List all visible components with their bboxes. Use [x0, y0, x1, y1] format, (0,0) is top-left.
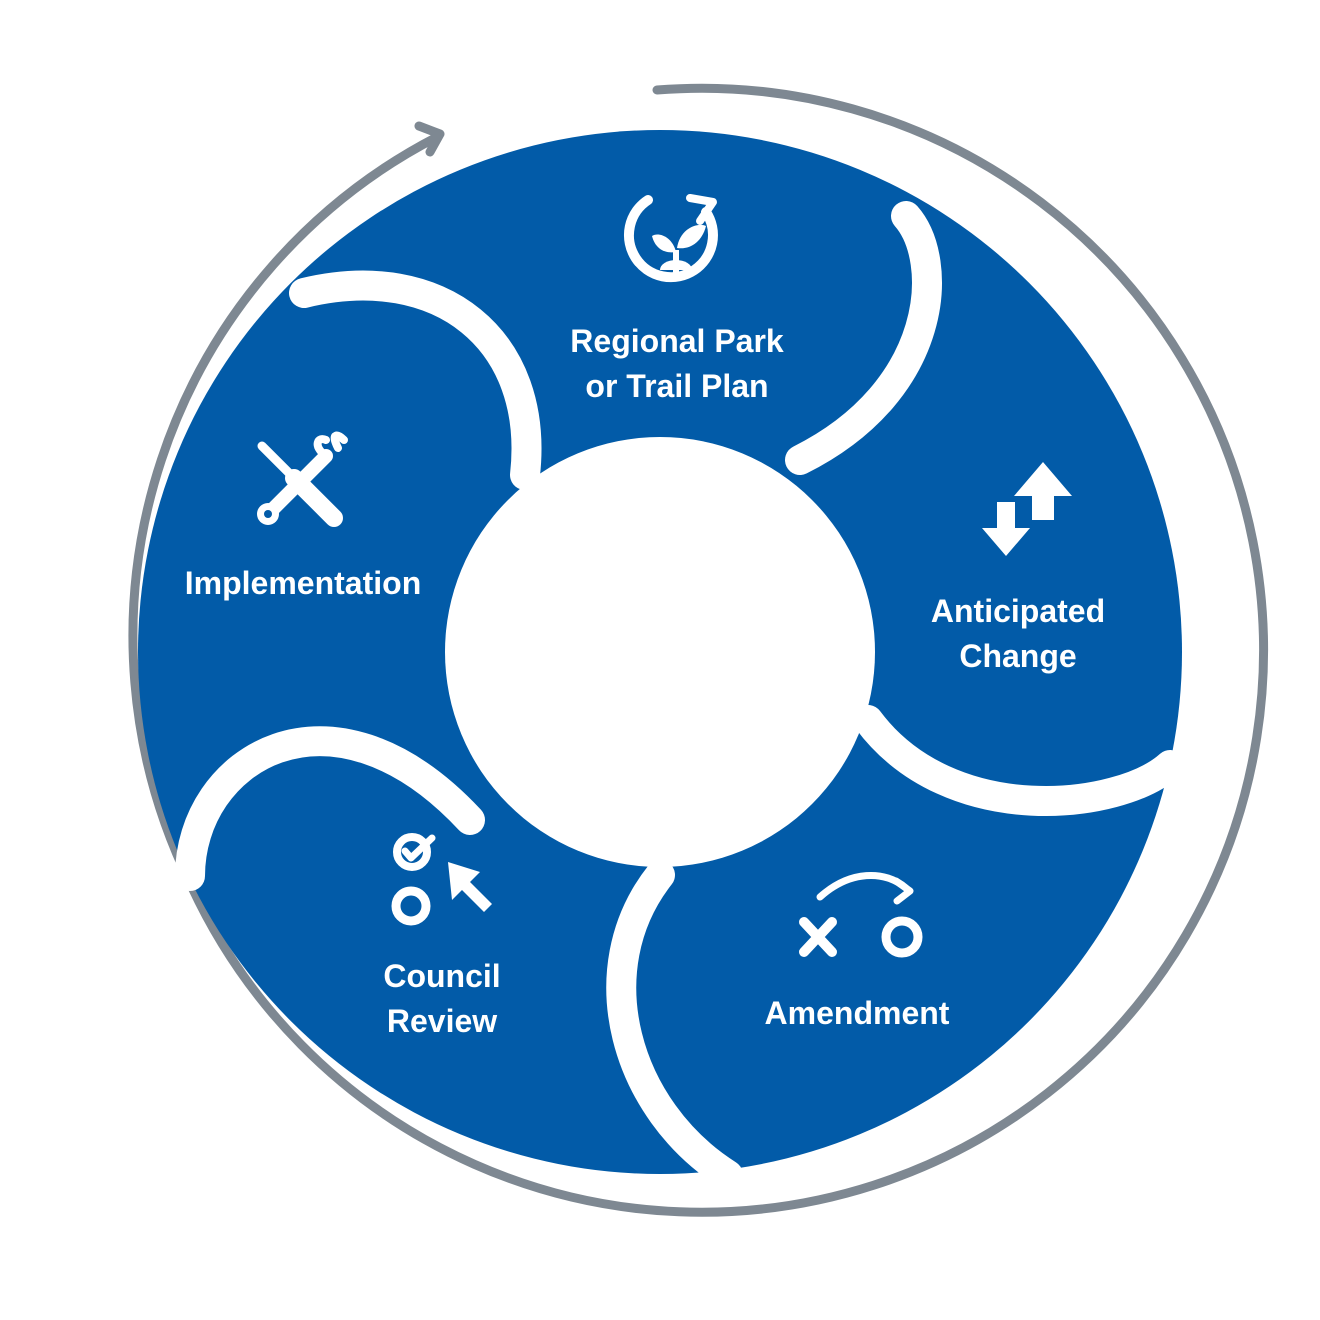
separator-review-implementation [175, 726, 485, 891]
separator-change-amendment [853, 705, 1185, 816]
up-down-arrows-icon [982, 462, 1072, 556]
stage-label-line-1: Council [383, 958, 500, 994]
sprout-cycle-icon [623, 194, 718, 283]
stage-amendment: Amendment [765, 871, 950, 1031]
stage-label-line-1: Implementation [185, 565, 421, 601]
check-select-cursor-icon [391, 833, 492, 926]
x-to-o-play-icon [799, 871, 923, 958]
stage-anticipated-change: Anticipated Change [931, 462, 1105, 674]
stage-regional-park-plan: Regional Park or Trail Plan [570, 194, 784, 404]
stage-implementation: Implementation [185, 431, 421, 601]
center-hub [445, 437, 875, 867]
separator-implementation-plan [289, 270, 542, 490]
separator-amendment-review [606, 860, 743, 1190]
stage-label-line-2: or Trail Plan [585, 368, 768, 404]
stage-label-line-2: Review [387, 1003, 497, 1039]
outer-cycle-arrow [128, 83, 1269, 1217]
stage-council-review: Council Review [383, 833, 501, 1039]
stage-label-line-1: Regional Park [570, 323, 784, 359]
stage-label-line-1: Amendment [765, 995, 950, 1031]
wrench-screwdriver-icon [257, 431, 348, 527]
stage-label-line-1: Anticipated [931, 593, 1105, 629]
arrow-head-icon [414, 121, 445, 157]
stage-label-line-2: Change [959, 638, 1076, 674]
separator-plan-change [785, 201, 942, 475]
